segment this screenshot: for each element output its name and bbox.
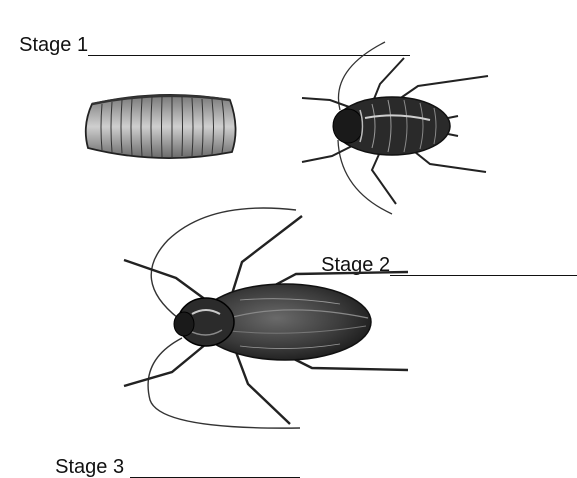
adult-cockroach-drawing: [124, 208, 408, 428]
life-cycle-illustration: [0, 0, 577, 460]
stage-3-answer-blank[interactable]: [130, 457, 300, 478]
nymph-cockroach-drawing: [302, 42, 488, 214]
egg-case-drawing: [86, 95, 236, 158]
